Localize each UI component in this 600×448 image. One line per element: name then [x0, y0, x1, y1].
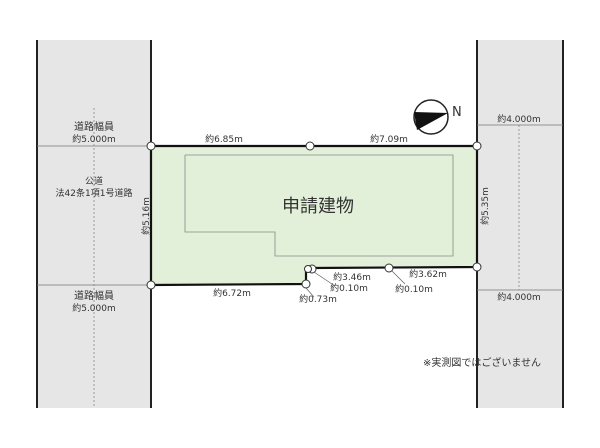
- road-left-width-bottom: 約5.000m: [72, 302, 116, 314]
- dim-right: 約5.35m: [479, 187, 491, 225]
- road-right: [477, 40, 563, 408]
- disclaimer-note: ※実測図ではございません: [423, 356, 541, 369]
- road-right-width-top: 約4.000m: [497, 113, 541, 125]
- building-outline: [184, 154, 454, 257]
- dim-bottom-right: 約3.62m: [409, 268, 447, 280]
- road-type: 公道: [85, 175, 103, 187]
- dim-step: 約0.73m: [299, 293, 337, 305]
- dim-offset-a: 約0.10m: [330, 282, 368, 294]
- road-left-width-top: 約5.000m: [72, 133, 116, 145]
- dim-bottom-left: 約6.72m: [213, 287, 251, 299]
- boundary-markers: [146, 141, 482, 290]
- road-right-width-bottom: 約4.000m: [497, 291, 541, 303]
- dim-bottom-mid: 約3.46m: [333, 271, 371, 283]
- road-classification: 法42条1項1号道路: [56, 187, 133, 199]
- north-arrow-icon: N: [413, 99, 462, 135]
- dim-top-left: 約6.85m: [205, 133, 243, 145]
- svg-text:N: N: [452, 105, 462, 120]
- dim-left: 約5.16m: [140, 197, 152, 235]
- road-left-width-label: 道路幅員: [74, 120, 114, 133]
- dim-top-right: 約7.09m: [370, 133, 408, 145]
- dim-offset-b: 約0.10m: [395, 283, 433, 295]
- road-left-width-label-bottom: 道路幅員: [74, 289, 114, 302]
- building-label: 申請建物: [282, 196, 354, 217]
